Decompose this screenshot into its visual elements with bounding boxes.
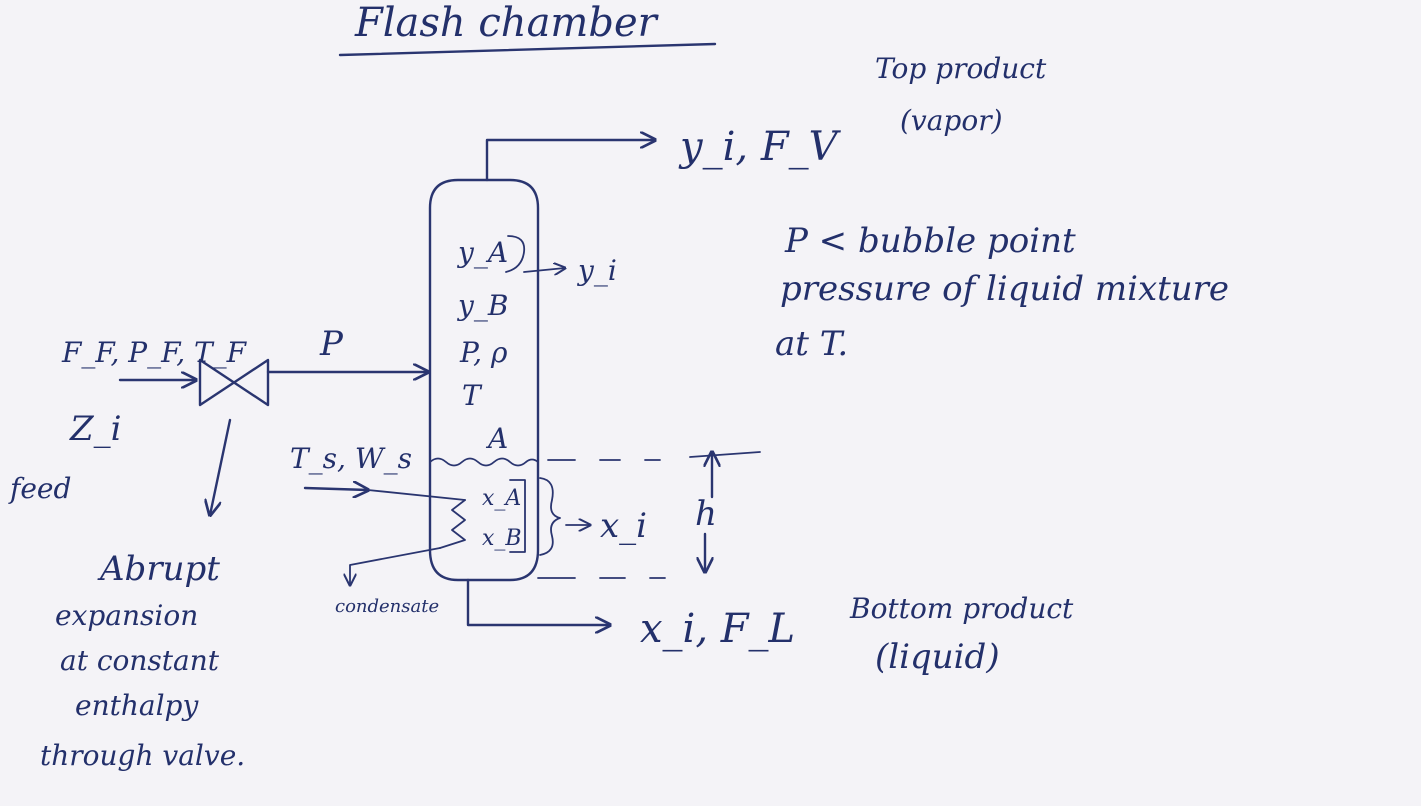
valve-note-line-2: expansion [55, 599, 198, 632]
level-dashes-top [548, 452, 760, 460]
bottom-product-label: Bottom product [849, 592, 1074, 625]
valve-note-arrow [210, 420, 230, 515]
liquid-outlet-line [468, 580, 610, 625]
valve-outlet-label: P [319, 324, 344, 364]
vapor-outlet-line [487, 140, 655, 180]
vapor-tap-arrow [524, 268, 565, 272]
level-label: h [695, 494, 717, 534]
bottom-streams-label: x_i, F_L [640, 606, 795, 652]
liquid-brace [540, 478, 560, 555]
bottom-phase-label: (liquid) [875, 637, 1000, 677]
area-label: A [485, 422, 508, 455]
feed-composition: Z_i [69, 409, 122, 449]
vapor-brace [506, 236, 524, 272]
condensate-label: condensate [335, 596, 439, 617]
vapor-label-a: y_A [456, 236, 508, 269]
heating-coil-icon [440, 500, 465, 548]
steam-inlet-label: T_s, W_s [290, 442, 412, 475]
valve-note-line-5: through valve. [40, 739, 245, 772]
top-streams-label: y_i, F_V [678, 124, 842, 170]
top-phase-label: (vapor) [900, 104, 1003, 137]
steam-coil-line [368, 490, 465, 500]
condition-note-line-1: P < bubble point [784, 221, 1076, 261]
valve-note-line-3: at constant [60, 644, 220, 677]
liquid-surface [430, 459, 538, 466]
valve-note-line-1: Abrupt [97, 549, 220, 589]
condensate-line [350, 548, 440, 585]
valve-note-line-4: enthalpy [75, 689, 199, 722]
top-product-label: Top product [875, 52, 1047, 85]
title: Flash chamber [354, 0, 660, 46]
liquid-label-b: x_B [482, 526, 522, 551]
temperature-label: T [462, 379, 483, 412]
condition-note-line-3: at T. [775, 324, 848, 364]
vapor-tap-label: y_i [576, 254, 617, 287]
liquid-label-a: x_A [482, 486, 521, 511]
feed-label: feed [8, 472, 71, 505]
liquid-tap-label: x_i [600, 506, 647, 546]
condition-note-line-2: pressure of liquid mixture [780, 269, 1229, 309]
vapor-label-b: y_B [456, 289, 508, 322]
steam-inlet-arrow [305, 488, 368, 490]
pressure-density-label: P, ρ [459, 336, 508, 369]
feed-conditions: F_F, P_F, T_F [61, 336, 248, 369]
